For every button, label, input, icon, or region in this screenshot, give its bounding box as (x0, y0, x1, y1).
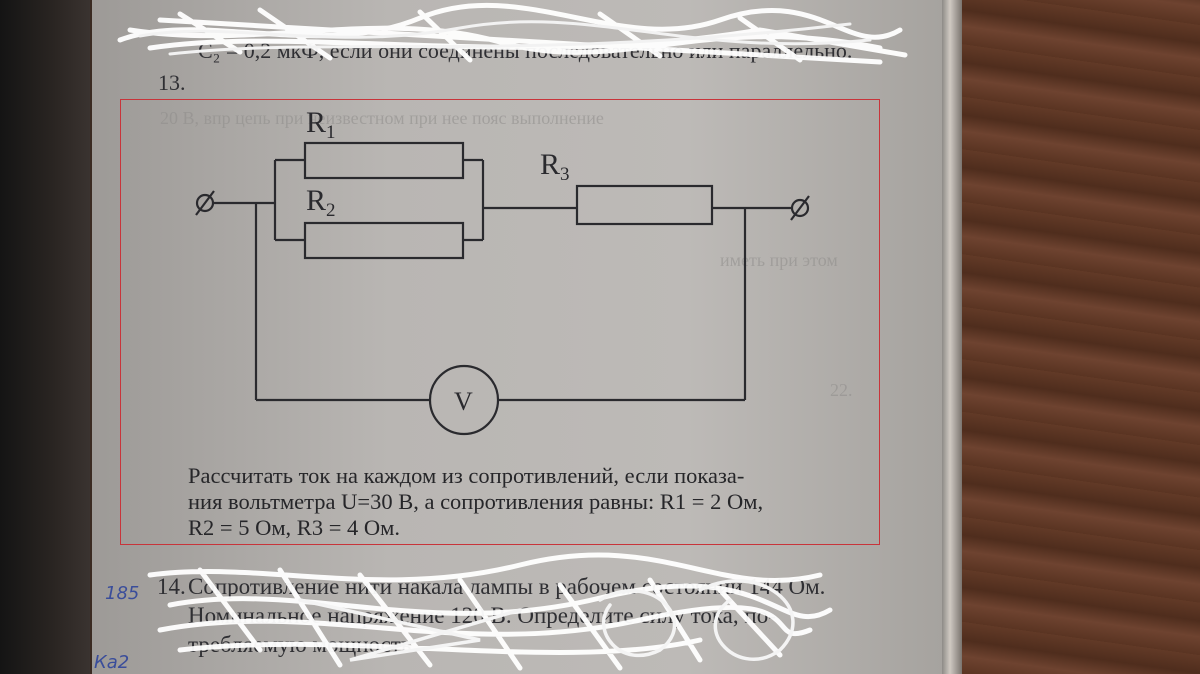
desk-left-background (0, 0, 90, 674)
r2-label: R2 (306, 184, 336, 221)
bleed-through-text: иметь при этом (720, 250, 838, 270)
problem-line-1: Рассчитать ток на каждом из сопротивлени… (188, 463, 745, 488)
handwritten-note-ka2: Ка2 (94, 652, 130, 673)
problem-line-3: R2 = 5 Ом, R3 = 4 Ом. (188, 515, 400, 540)
book-page (92, 0, 942, 674)
r3-label: R3 (540, 148, 570, 185)
bleed-through-text: 22. (830, 380, 853, 400)
voltmeter-label: V (454, 387, 473, 416)
page-edge (942, 0, 962, 674)
problem-statement: Рассчитать ток на каждом из сопротивлени… (188, 463, 852, 541)
r1-label: R1 (306, 106, 336, 143)
problem-13-number: 13. (158, 70, 186, 95)
highlight-frame (120, 99, 880, 545)
redaction-scribble-top (117, 2, 908, 65)
bleed-through-text: 20 В, впр цепь при неизвестном при нее п… (160, 108, 604, 128)
problem-14-number: 14. (157, 574, 186, 599)
wooden-desk-background (960, 0, 1200, 674)
handwritten-note-185: 185 (105, 583, 140, 604)
problem-line-2: ния вольтметра U=30 В, а сопротивления р… (188, 489, 764, 514)
resistor-r3 (575, 184, 714, 226)
